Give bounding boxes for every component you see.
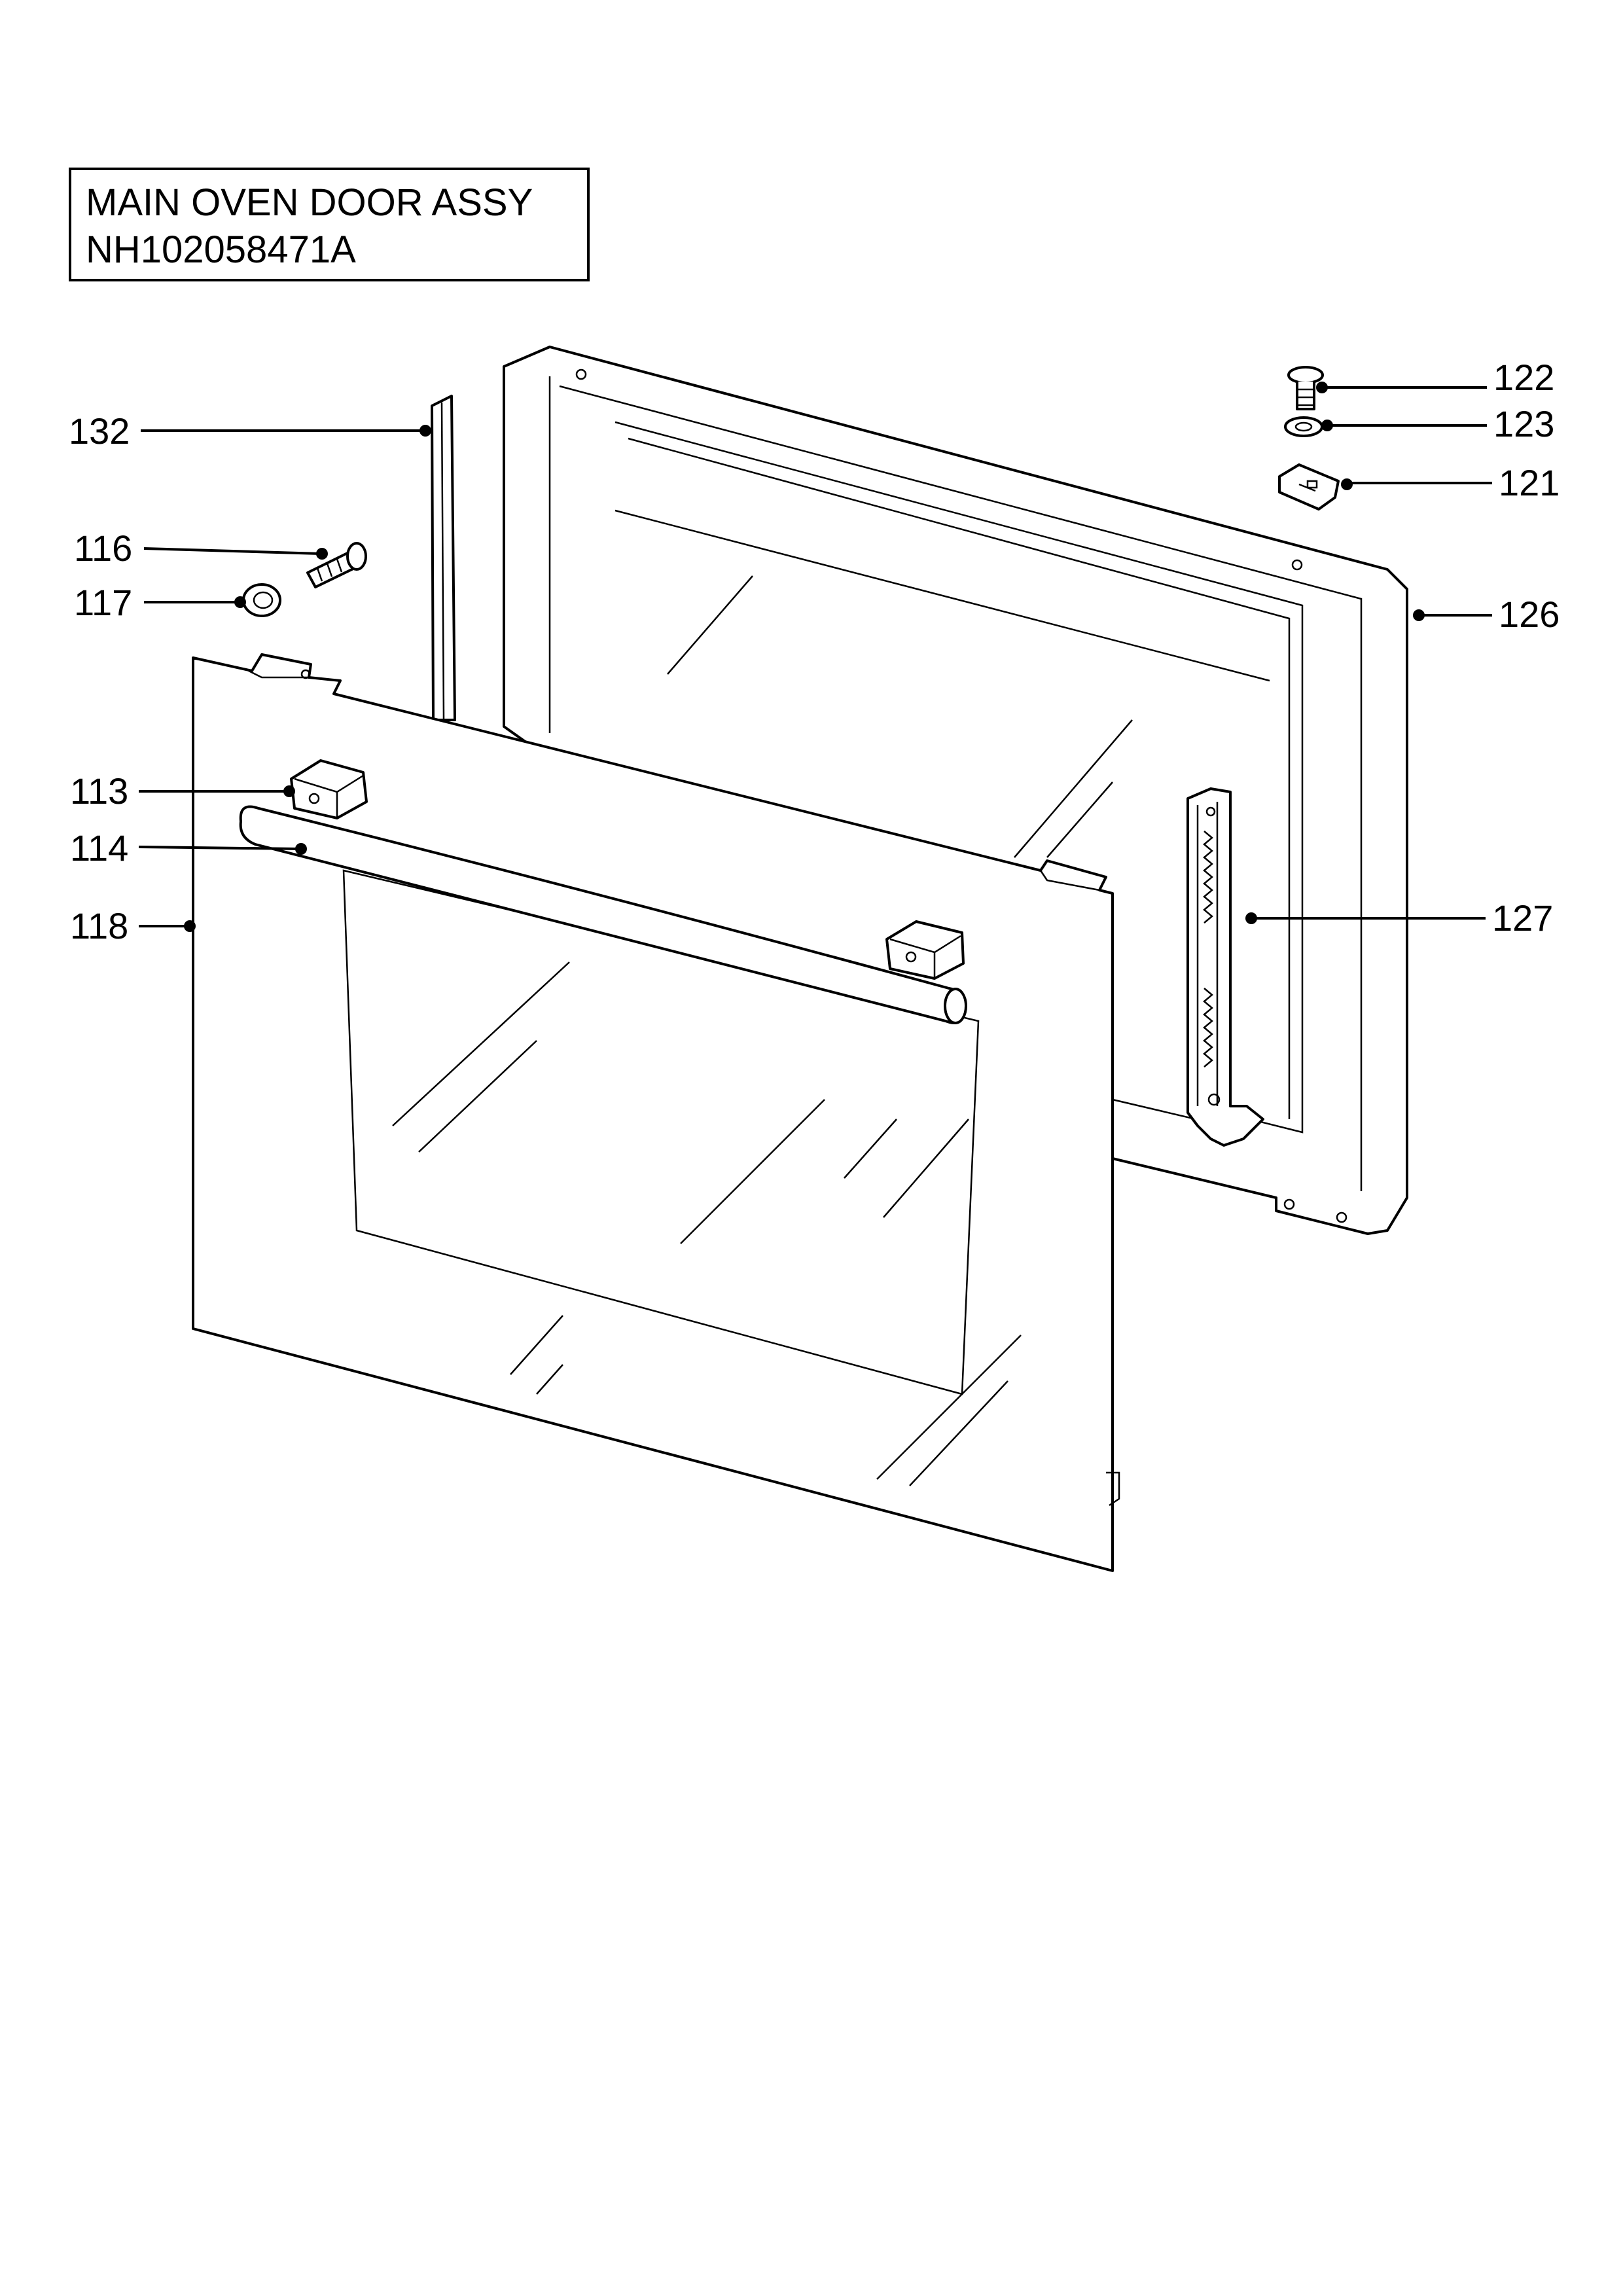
- callout-123: 123: [1321, 403, 1554, 444]
- callout-label-132: 132: [69, 410, 130, 452]
- door-handle: [239, 805, 967, 1024]
- callout-label-121: 121: [1499, 462, 1560, 503]
- callout-117: 117: [74, 582, 246, 623]
- title-box: MAIN OVEN DOOR ASSY NH102058471A: [69, 168, 590, 281]
- callout-label-127: 127: [1492, 897, 1553, 939]
- handle-bracket-right: [885, 920, 965, 980]
- side-seal-strip: [431, 395, 456, 721]
- top-washer: [1284, 416, 1323, 437]
- callout-116: 116: [74, 528, 328, 569]
- callout-132: 132: [69, 410, 431, 452]
- callout-127: 127: [1245, 897, 1553, 939]
- inner-door-frame: [503, 346, 1408, 1235]
- assembly-part-number: NH102058471A: [86, 228, 356, 271]
- callout-114: 114: [70, 827, 307, 869]
- door-clip: [1278, 463, 1340, 511]
- callout-label-126: 126: [1499, 594, 1560, 635]
- screw-and-washer: [242, 542, 367, 617]
- top-screw: [1287, 366, 1324, 410]
- callout-label-123: 123: [1493, 403, 1554, 444]
- callout-label-122: 122: [1493, 357, 1554, 398]
- handle-bracket-left: [290, 759, 368, 819]
- callout-121: 121: [1341, 462, 1560, 503]
- callout-122: 122: [1316, 357, 1554, 398]
- callout-label-113: 113: [70, 770, 128, 812]
- callout-113: 113: [70, 770, 295, 812]
- callout-118: 118: [70, 905, 196, 946]
- callout-126: 126: [1413, 594, 1560, 635]
- callout-label-114: 114: [70, 827, 128, 869]
- callout-label-117: 117: [74, 582, 132, 623]
- callout-label-118: 118: [70, 905, 128, 946]
- door-hinge: [1186, 787, 1264, 1147]
- callout-label-116: 116: [74, 528, 132, 569]
- assembly-name: MAIN OVEN DOOR ASSY: [86, 181, 533, 224]
